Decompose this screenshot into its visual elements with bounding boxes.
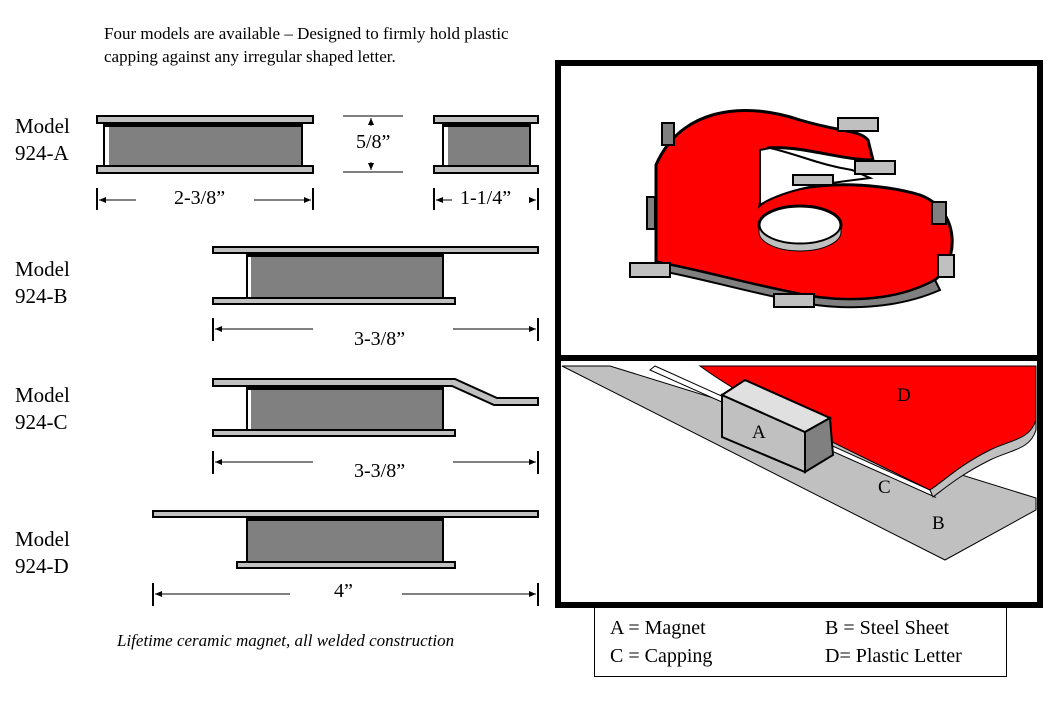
model-label: Model bbox=[15, 114, 70, 138]
model-label: Model bbox=[15, 383, 70, 407]
label-d: D bbox=[897, 385, 911, 406]
model-a-length: 2-3/8” bbox=[170, 187, 230, 210]
detail-illustration: A B C D bbox=[561, 365, 1037, 561]
legend-b: B = Steel Sheet bbox=[825, 617, 950, 639]
legend-c: C = Capping bbox=[610, 645, 713, 667]
model-a-height: 5/8” bbox=[356, 131, 391, 153]
model-c-label: Model 924-C bbox=[15, 382, 70, 436]
model-d-drawing bbox=[152, 510, 539, 606]
label-a: A bbox=[752, 422, 766, 443]
legend-box: A = Magnet B = Steel Sheet C = Capping D… bbox=[594, 606, 1007, 677]
legend-d: D= Plastic Letter bbox=[825, 645, 962, 667]
model-label: Model bbox=[15, 257, 70, 281]
model-c-length: 3-3/8” bbox=[350, 460, 410, 483]
model-a-width: 1-1/4” bbox=[458, 187, 514, 210]
model-number: 924-A bbox=[15, 141, 69, 165]
model-d-length: 4” bbox=[330, 580, 357, 603]
model-c-drawing bbox=[212, 378, 539, 474]
label-b: B bbox=[932, 513, 945, 534]
intro-text: Four models are available – Designed to … bbox=[104, 24, 509, 66]
label-c: C bbox=[878, 477, 891, 498]
legend-a: A = Magnet bbox=[610, 617, 706, 639]
caption: Lifetime ceramic magnet, all welded cons… bbox=[117, 631, 455, 650]
model-a-drawing bbox=[96, 115, 539, 210]
model-d-label: Model 924-D bbox=[15, 526, 70, 580]
model-number: 924-B bbox=[15, 284, 68, 308]
model-b-drawing bbox=[212, 246, 539, 341]
model-a-label: Model 924-A bbox=[15, 113, 70, 167]
model-label: Model bbox=[15, 527, 70, 551]
letter-six-illustration bbox=[629, 109, 955, 309]
model-number: 924-D bbox=[15, 554, 69, 578]
model-b-label: Model 924-B bbox=[15, 256, 70, 310]
model-number: 924-C bbox=[15, 410, 68, 434]
model-b-length: 3-3/8” bbox=[350, 328, 410, 351]
